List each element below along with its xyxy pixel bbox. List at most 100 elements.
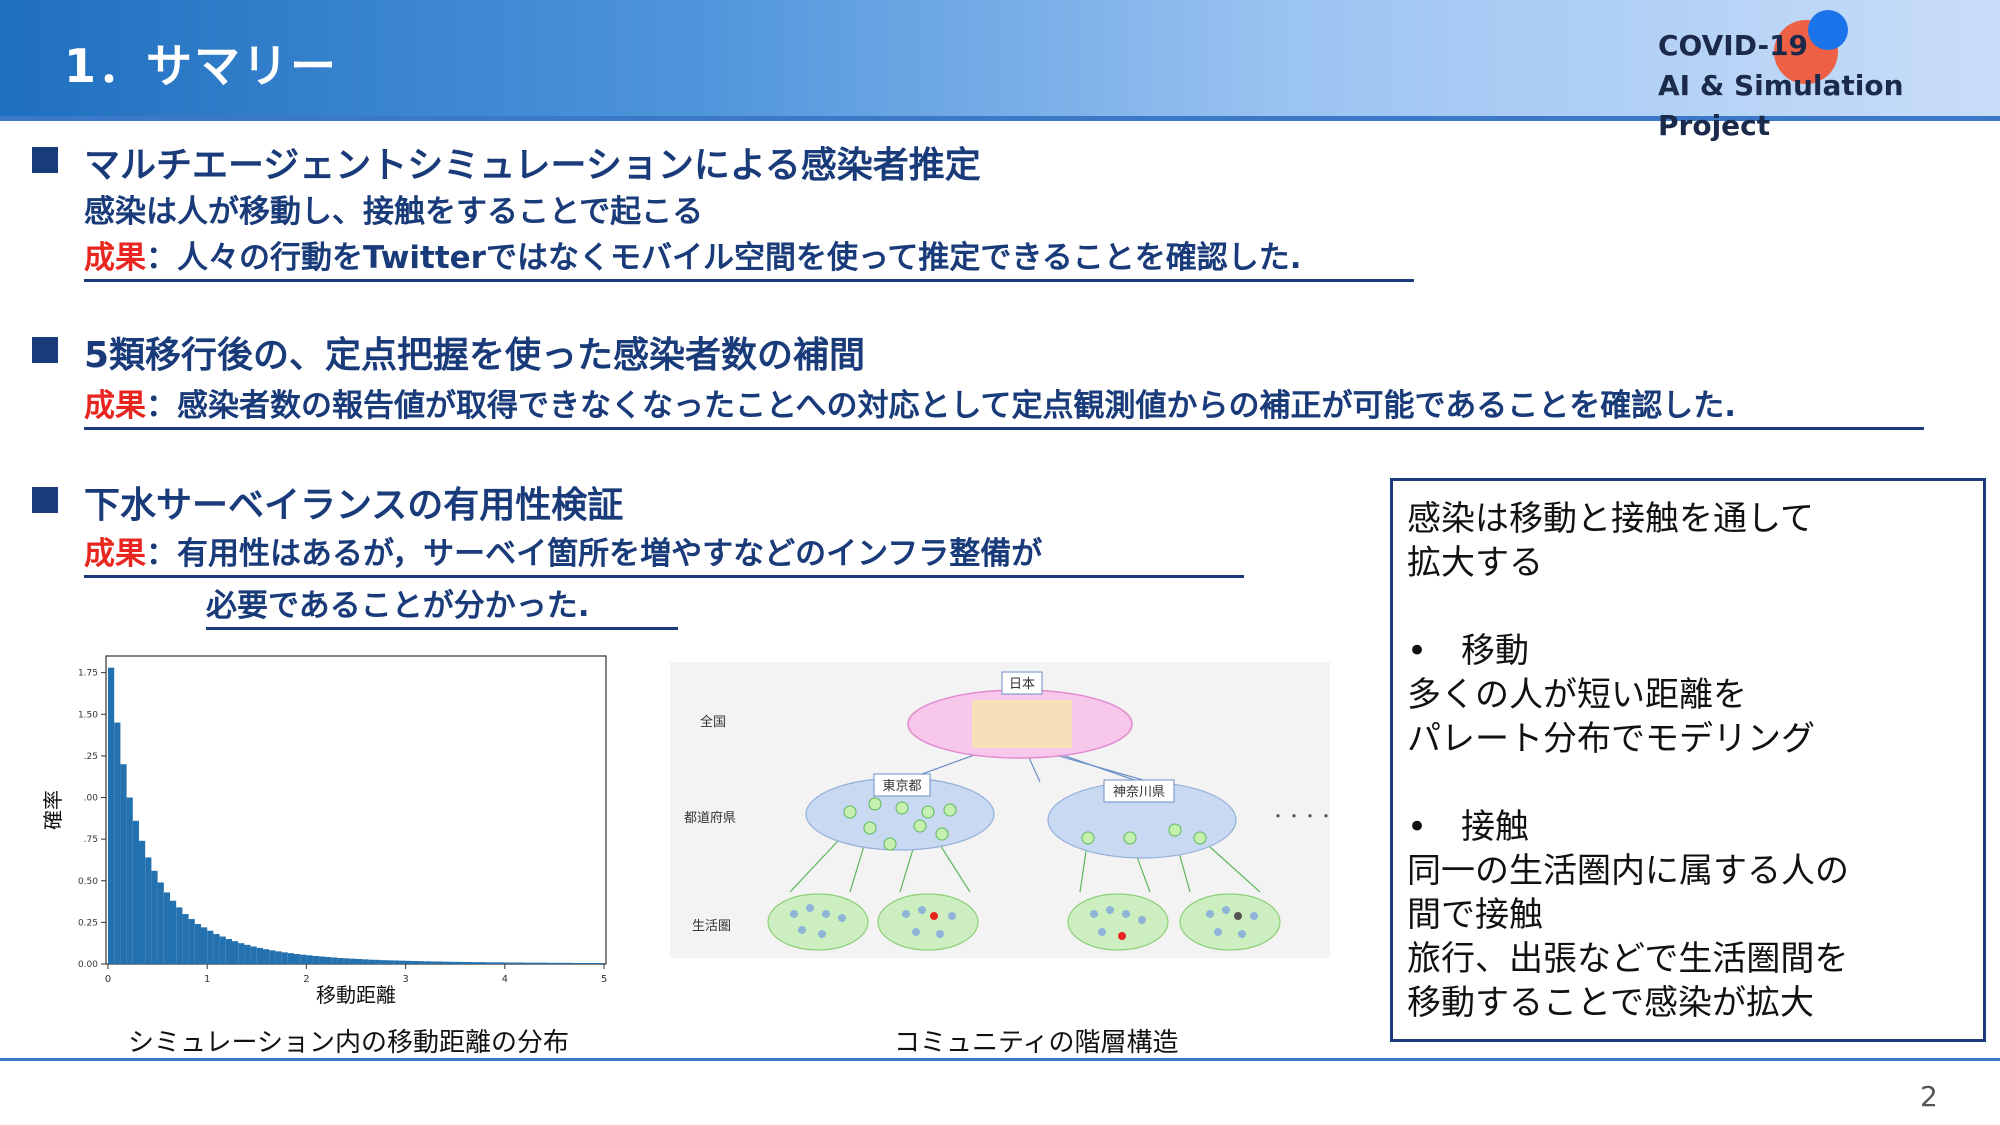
y-axis-label: 確率: [41, 790, 65, 830]
histogram-bar: [275, 951, 282, 964]
community-dots: [843, 797, 1207, 851]
histogram-bar: [151, 870, 158, 964]
histogram-bar: [535, 962, 542, 964]
histogram-bar: [455, 961, 462, 964]
bullet-square-icon: [32, 147, 58, 173]
project-logo-text: COVID-19 AI & Simulation Project: [1658, 26, 2000, 146]
y-tick-label: 0.25: [78, 918, 98, 928]
histogram-bar: [250, 946, 257, 964]
result-text: ：人々の行動をTwitterではなくモバイル空間を使って推定できることを確認した…: [146, 240, 1302, 276]
histogram-bar: [207, 930, 214, 964]
x-tick-label: 2: [303, 974, 309, 985]
y-tick-label: .75: [84, 835, 98, 845]
histogram-bar: [461, 962, 468, 964]
japan-label: 日本: [1009, 677, 1035, 692]
histogram-bar: [411, 961, 418, 964]
histogram-bar: [387, 960, 394, 964]
histogram-bar: [597, 963, 604, 964]
histogram-bar: [213, 934, 220, 964]
section-3-result: 成果：有用性はあるが，サーベイ箇所を増やすなどのインフラ整備が: [84, 528, 1244, 578]
kanagawa-label: 神奈川県: [1113, 785, 1165, 800]
histogram-bar: [591, 963, 598, 964]
histogram-bar: [244, 944, 251, 964]
caption-histogram: シミュレーション内の移動距離の分布: [128, 1028, 569, 1058]
y-tick-label: 0.00: [78, 960, 98, 970]
histogram-bar: [145, 857, 152, 964]
y-tick-label: 1.50: [78, 710, 98, 720]
box-line: 旅行、出張などで生活圏間を: [1407, 939, 1849, 979]
box-line: 多くの人が短い距離を: [1407, 675, 1747, 715]
histogram-bar: [393, 960, 400, 964]
histogram-bar: [194, 924, 201, 964]
community-hierarchy-diagram: 全国 都道府県 生活圏 日本 東京都 神奈川県 ・・・・: [670, 662, 1330, 958]
histogram-bar: [256, 947, 263, 964]
histogram-bar: [201, 927, 208, 964]
histogram-bar: [232, 941, 239, 964]
histogram-bar: [511, 962, 518, 964]
histogram-bar: [399, 960, 406, 964]
histogram-bar: [405, 960, 412, 964]
x-axis-label: 移動距離: [316, 983, 396, 1007]
histogram-bar: [430, 961, 437, 964]
box-bullet-move: • 移動: [1407, 631, 1530, 671]
section-3-heading: 下水サーベイランスの有用性検証: [84, 485, 624, 526]
box-line: 同一の生活圏内に属する人の: [1407, 851, 1849, 891]
histogram-bar: [492, 962, 499, 964]
histogram-bar: [219, 936, 226, 964]
lifezone-ellipses: [767, 893, 1281, 951]
box-line: 間で接触: [1407, 895, 1543, 935]
histogram-bar: [294, 954, 301, 964]
histogram-bar: [504, 962, 511, 964]
result-label: 成果: [84, 388, 146, 424]
japan-map-icon: [972, 700, 1072, 748]
box-bullet-contact: • 接触: [1407, 807, 1530, 847]
histogram-bar: [436, 961, 443, 964]
histogram-bar: [356, 959, 363, 964]
histogram-bar: [176, 907, 183, 964]
section-2-result: 成果：感染者数の報告値が取得できなくなったことへの対応として定点観測値からの補正…: [84, 380, 1924, 430]
histogram-bar: [449, 961, 456, 964]
footer-divider: [0, 1058, 2000, 1061]
histogram-bar: [225, 939, 232, 964]
x-tick-label: 5: [601, 974, 607, 985]
logo-blue-circle: [1808, 10, 1848, 50]
box-line: パレート分布でモデリング: [1407, 719, 1815, 759]
brand-line-2: AI & Simulation Project: [1658, 69, 1904, 142]
tokyo-label: 東京都: [882, 778, 921, 794]
info-box: 感染は移動と接触を通して 拡大する • 移動 多くの人が短い距離を パレート分布…: [1390, 478, 1986, 1042]
histogram-bar: [349, 958, 356, 964]
histogram-bar: [424, 961, 431, 964]
y-tick-label: 1.75: [78, 669, 98, 679]
histogram-bar: [523, 962, 530, 964]
section-1-heading: マルチエージェントシミュレーションによる感染者推定: [84, 145, 981, 186]
histogram-bar: [529, 962, 536, 964]
histogram-bar: [337, 958, 344, 964]
tokyo-label-box: [873, 773, 931, 797]
histogram-bar: [368, 959, 375, 964]
histogram-bar: [157, 882, 164, 964]
result-label: 成果: [84, 240, 146, 276]
histogram-bar: [573, 963, 580, 964]
brand-line-1: COVID-19: [1658, 29, 1809, 62]
histogram-bar: [269, 950, 276, 964]
header-divider: [0, 116, 2000, 121]
x-tick-label: 1: [204, 974, 210, 985]
histogram-bar: [343, 958, 350, 964]
histogram-bar: [554, 962, 561, 964]
y-tick-label: 0.50: [78, 877, 98, 887]
histogram-bar: [318, 956, 325, 964]
histogram-bar: [170, 900, 177, 964]
person-icons: [790, 904, 1258, 938]
histogram-bar: [480, 962, 487, 964]
section-2-heading: 5類移行後の、定点把握を使った感染者数の補間: [84, 335, 866, 376]
histogram-bar: [139, 840, 146, 964]
histogram-bar: [325, 957, 332, 964]
section-1-subtext: 感染は人が移動し、接触をすることで起こる: [84, 194, 704, 230]
japan-label-box: [1001, 671, 1043, 695]
histogram-bar: [362, 959, 369, 964]
bullet-square-icon: [32, 487, 58, 513]
page-title: 1．サマリー: [64, 39, 339, 93]
histogram-bar: [238, 943, 245, 964]
histogram-bar: [542, 962, 549, 964]
